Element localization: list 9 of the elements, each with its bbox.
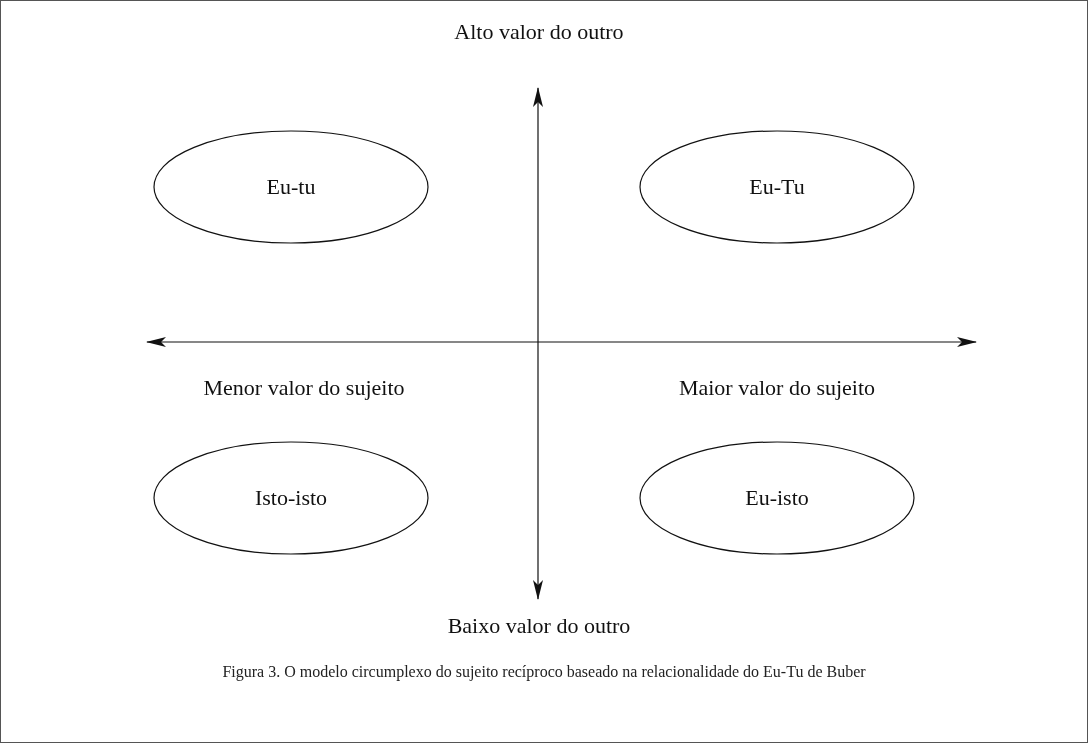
axis-label: Menor valor do sujeito — [203, 375, 405, 401]
ellipse-label: Eu-isto — [745, 485, 809, 511]
axis-label: Maior valor do sujeito — [678, 375, 876, 401]
axis-label: Alto valor do outro — [454, 19, 624, 45]
axis-label: Baixo valor do outro — [447, 613, 631, 639]
ellipse-label: Isto-isto — [254, 485, 328, 511]
ellipse-label: Eu-tu — [266, 174, 316, 200]
ellipse-label: Eu-Tu — [749, 174, 805, 200]
figure-caption: Figura 3. O modelo circumplexo do sujeito recíproco baseado na relacionalidade do Eu-Tu de Buber — [222, 663, 866, 681]
